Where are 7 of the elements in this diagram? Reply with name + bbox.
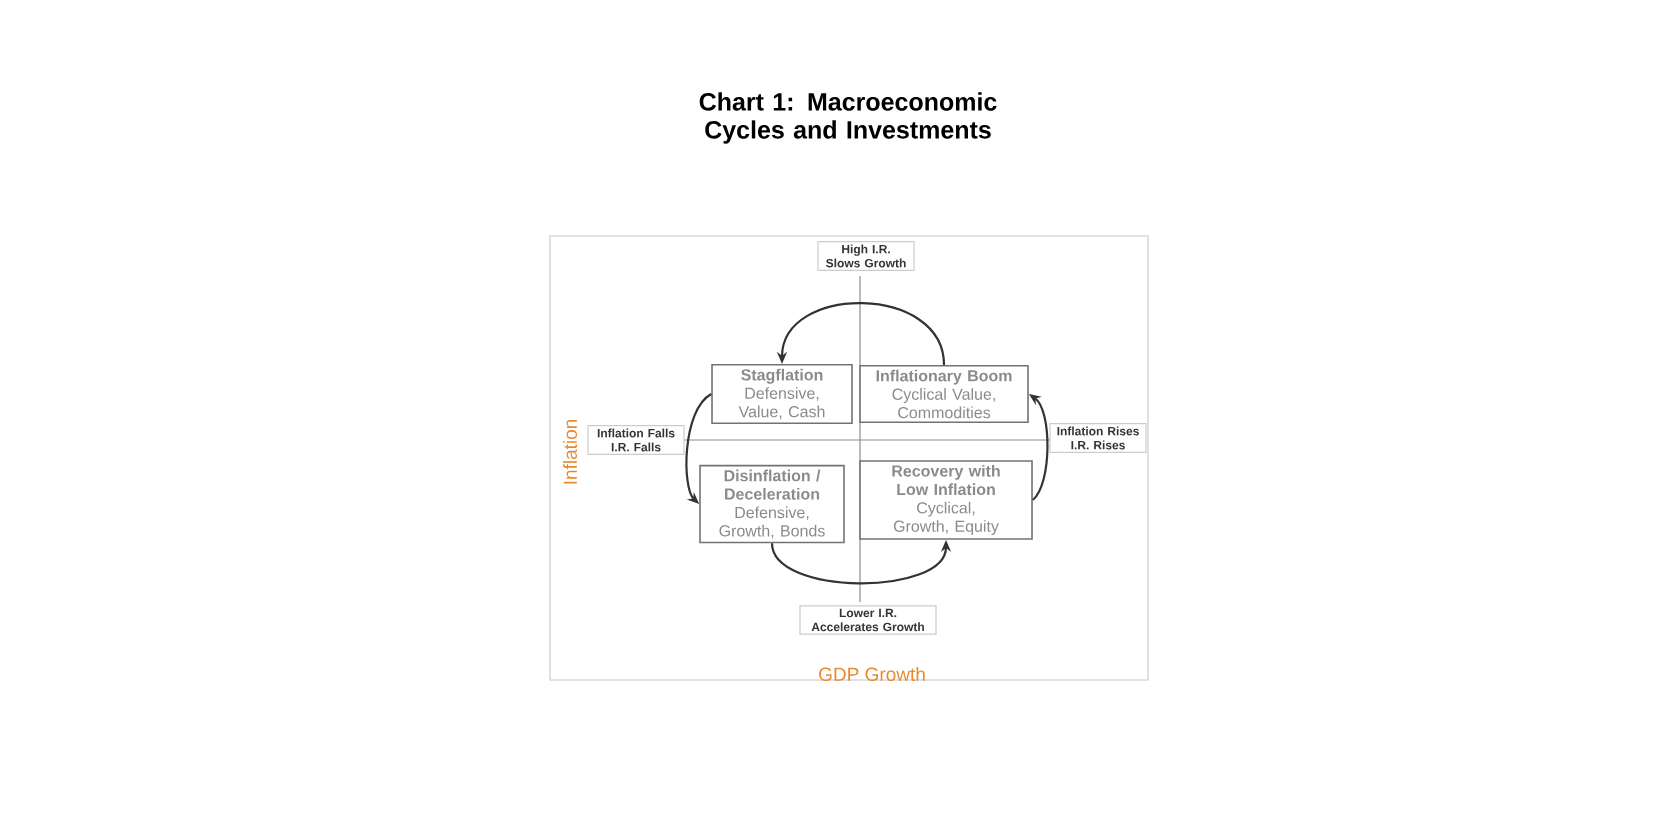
axis-label: GDP Growth bbox=[819, 667, 925, 681]
quadrant-box: Inflationary Boom Cyclical Value, Commodities bbox=[859, 364, 1029, 424]
cycle-arrow bbox=[685, 393, 712, 504]
quadrant-box: Stagflation Defensive, Value, Cash bbox=[711, 364, 853, 425]
quadrant-box: Disinflation / Deceleration Defensive, Growth, Bonds bbox=[699, 464, 845, 544]
chart-title: Chart 1: Macroeconomic Cycles and Investments bbox=[699, 92, 997, 144]
quadrant-box: Recovery with Low Inflation Cyclical, Growth, Equity bbox=[859, 460, 1033, 540]
